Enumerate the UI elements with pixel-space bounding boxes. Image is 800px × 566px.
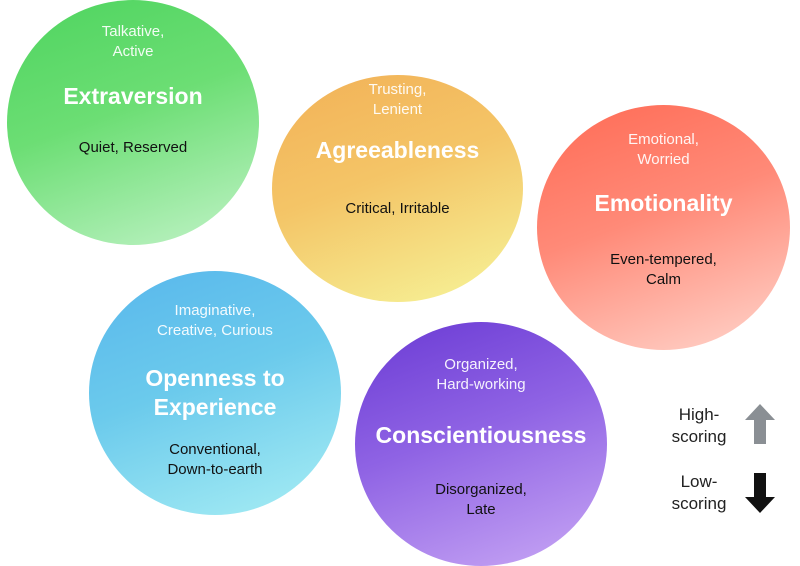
trait-circle-extraversion: Talkative, Active Extraversion Quiet, Re… [7,0,259,245]
high-scoring-text: Emotional, Worried [628,131,699,168]
low-scoring-text: Disorganized, Late [435,481,527,518]
trait-circle-conscientiousness: Organized, Hard-working Conscientiousnes… [355,322,607,566]
high-scoring-text: Organized, Hard-working [436,356,526,393]
trait-name: Emotionality [594,190,733,216]
arrow-down-icon [745,473,775,513]
legend-low-scoring-label: Low- scoring [671,472,727,513]
arrow-up-icon [745,404,775,444]
trait-circle-emotionality: Emotional, Worried Emotionality Even-tem… [537,105,790,350]
trait-circle-openness: Imaginative, Creative, Curious Openness … [89,271,341,515]
low-scoring-text: Critical, Irritable [345,200,450,217]
high-scoring-text: Talkative, Active [101,23,165,60]
low-scoring-text: Even-tempered, Calm [610,251,717,288]
low-scoring-text: Quiet, Reserved [78,139,188,156]
trait-circle-agreeableness: Trusting, Lenient Agreeableness Critical… [272,75,523,302]
high-scoring-text: Trusting, Lenient [368,81,427,118]
low-scoring-text: Conventional, Down-to-earth [167,441,263,478]
trait-name: Agreeableness [315,137,480,163]
trait-name: Openness to Experience [145,365,285,420]
trait-name: Extraversion [63,83,203,109]
high-scoring-text: Imaginative, Creative, Curious [157,302,273,339]
legend-high-scoring-label: High- scoring [671,405,727,446]
trait-name: Conscientiousness [375,422,587,448]
